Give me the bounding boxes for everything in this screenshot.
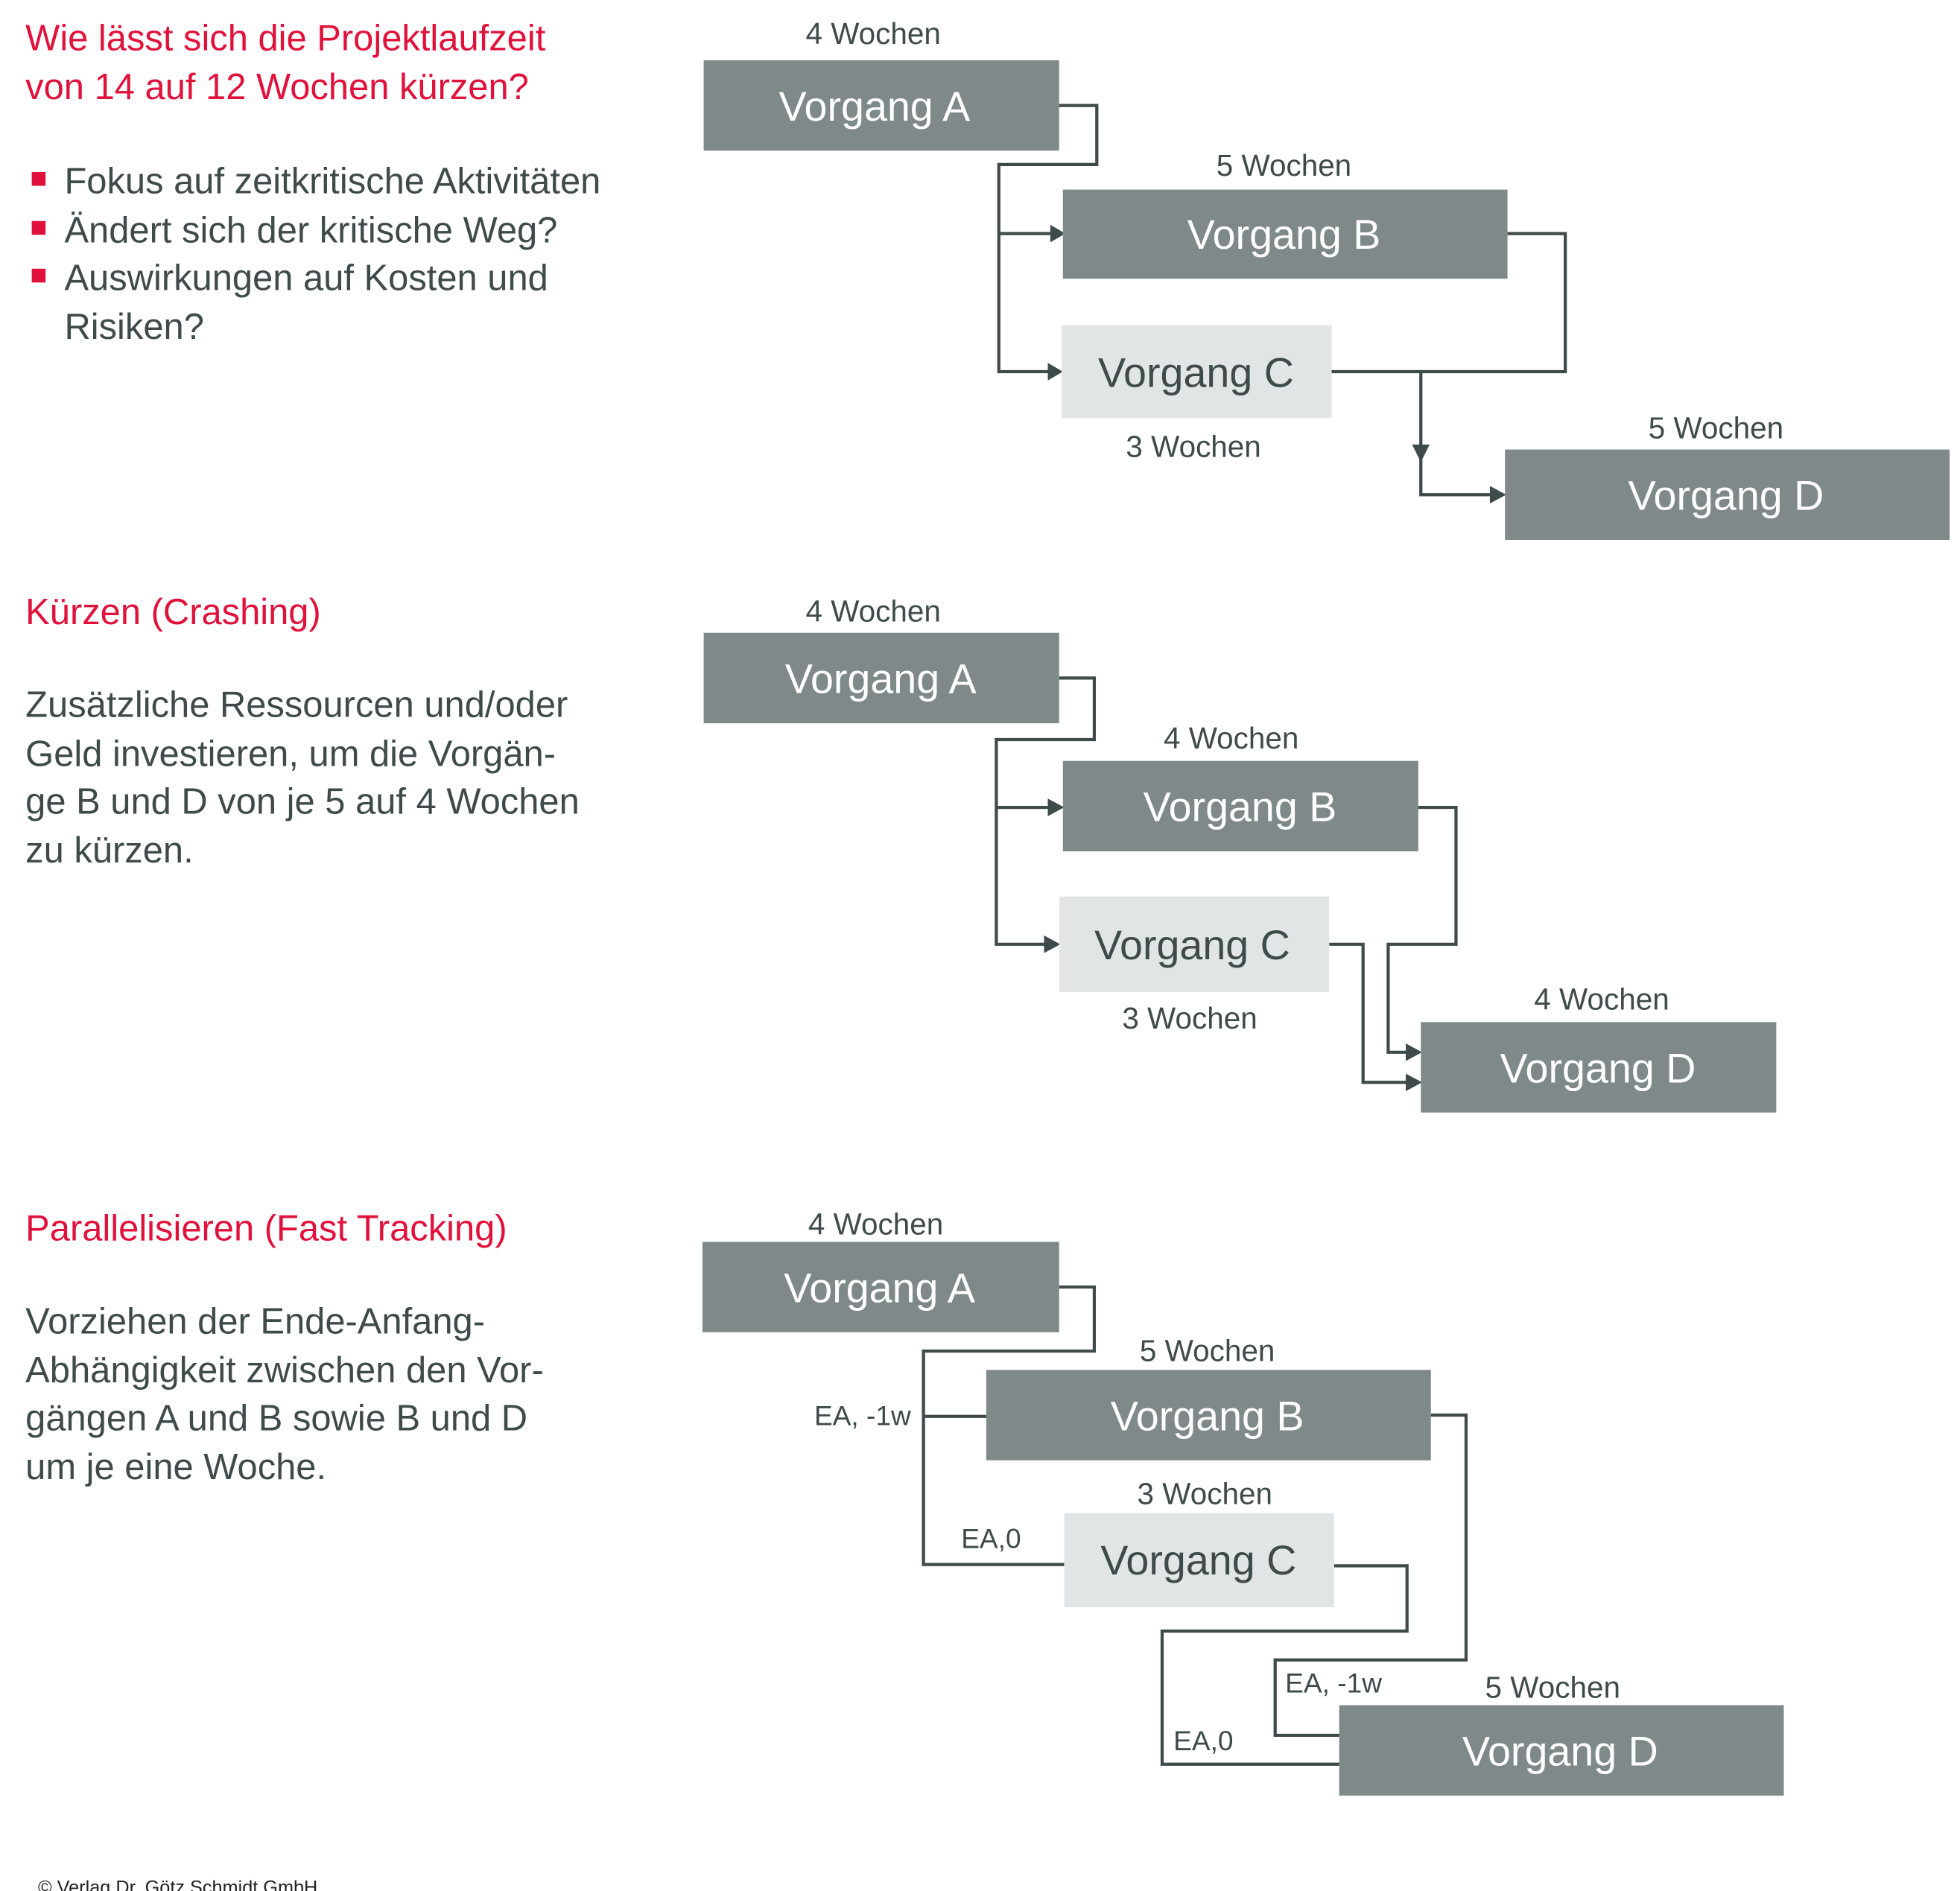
task-label-c: Vorgang C xyxy=(1100,1537,1296,1583)
task-label-a: Vorgang A xyxy=(779,83,971,130)
task-box-a xyxy=(703,60,1059,151)
crashing-text-line: ge B und D von je 5 auf 4 Wochen xyxy=(25,781,580,821)
task-box-b xyxy=(986,1370,1431,1461)
dependency-label-cd: EA,0 xyxy=(1173,1725,1233,1756)
duration-c: 3 Wochen xyxy=(1126,430,1260,464)
diagram-crashing: 4 Wochen Vorgang A 4 Wochen Vorgang B Vo… xyxy=(703,594,1777,1113)
connector-a-bc xyxy=(997,104,1099,374)
arrow-icon xyxy=(1047,363,1063,381)
diagram-original: 4 Wochen Vorgang A 5 Wochen Vorgang B Vo… xyxy=(703,16,1950,540)
task-box-b xyxy=(1062,189,1508,279)
diagram-fast-tracking: EA, -1w EA,0 EA, -1w EA,0 4 Wochen Vorga… xyxy=(702,1207,1784,1796)
fast-tracking-title: Parallelisieren (Fast Tracking) xyxy=(25,1209,507,1249)
fast-tracking-text-line: um je eine Woche. xyxy=(25,1447,326,1487)
duration-d: 5 Wochen xyxy=(1649,410,1783,445)
connector-b-d xyxy=(1386,805,1458,1054)
task-box-c xyxy=(1062,325,1332,419)
arrow-icon xyxy=(1044,935,1061,953)
arrow-icon xyxy=(1412,444,1430,463)
crashing-text-line: zu kürzen. xyxy=(25,830,193,871)
bullet-icon xyxy=(31,171,46,186)
task-label-a: Vorgang A xyxy=(784,1265,975,1311)
duration-d: 5 Wochen xyxy=(1485,1670,1620,1704)
task-box-a xyxy=(703,632,1059,724)
dependency-label-ab: EA, -1w xyxy=(814,1400,911,1431)
bullet-icon xyxy=(31,268,46,283)
task-label-b: Vorgang B xyxy=(1111,1393,1304,1439)
connector-c-d xyxy=(1329,942,1409,1084)
dependency-label-ac: EA,0 xyxy=(961,1523,1021,1554)
duration-b: 5 Wochen xyxy=(1217,148,1351,182)
duration-d: 4 Wochen xyxy=(1534,982,1669,1016)
arrow-icon xyxy=(1406,1043,1422,1061)
duration-b: 5 Wochen xyxy=(1140,1334,1275,1368)
fast-tracking-text-line: Vorziehen der Ende-Anfang- xyxy=(25,1301,485,1341)
crashing-text-line: Zusätzliche Ressourcen und/oder xyxy=(25,685,568,725)
task-label-d: Vorgang D xyxy=(1628,472,1824,518)
task-label-d: Vorgang D xyxy=(1462,1728,1658,1774)
connector-a-bc xyxy=(922,1285,1097,1566)
connector-b-d xyxy=(1273,1413,1468,1738)
task-label-a: Vorgang A xyxy=(785,656,977,702)
arrow-icon xyxy=(1489,486,1506,504)
duration-c: 3 Wochen xyxy=(1122,1001,1257,1035)
duration-a: 4 Wochen xyxy=(808,1207,943,1241)
arrow-icon xyxy=(1047,798,1065,816)
intro-title-line-2: von 14 auf 12 Wochen kürzen? xyxy=(25,67,529,107)
task-box-c xyxy=(1059,896,1330,992)
arrow-icon xyxy=(1050,224,1066,243)
task-box-b xyxy=(1062,760,1418,852)
intro-bullet-2: Ändert sich der kritische Weg? xyxy=(64,210,557,250)
task-label-b: Vorgang B xyxy=(1187,212,1381,258)
crashing-text-line: Geld investieren, um die Vorgän- xyxy=(25,734,556,774)
intro-bullet-3: Auswirkungen auf Kosten und xyxy=(64,258,548,298)
arrow-icon xyxy=(1406,1073,1422,1092)
duration-a: 4 Wochen xyxy=(805,16,940,51)
connector-c-d xyxy=(1160,1564,1409,1766)
intro-bullet-3-cont: Risiken? xyxy=(64,307,203,347)
connector-a-bc xyxy=(995,676,1097,946)
intro-bullet-1: Fokus auf zeitkritische Aktivitäten xyxy=(64,162,600,202)
intro-title-line-1: Wie lässt sich die Projektlaufzeit xyxy=(25,18,546,58)
task-box-d xyxy=(1339,1705,1784,1796)
crashing-title: Kürzen (Crashing) xyxy=(25,592,321,632)
duration-a: 4 Wochen xyxy=(805,594,940,629)
task-label-b: Vorgang B xyxy=(1144,784,1337,830)
task-box-c xyxy=(1064,1513,1334,1607)
bullet-icon xyxy=(31,220,46,235)
duration-c: 3 Wochen xyxy=(1138,1477,1272,1511)
fast-tracking-text-line: Abhängigkeit zwischen den Vor- xyxy=(25,1350,544,1391)
task-box-d xyxy=(1421,1022,1777,1113)
dependency-label-bd: EA, -1w xyxy=(1285,1668,1382,1699)
task-box-d xyxy=(1505,449,1950,540)
task-label-d: Vorgang D xyxy=(1500,1045,1696,1091)
connector-bc-d xyxy=(1331,232,1567,497)
task-box-a xyxy=(702,1242,1059,1332)
fast-tracking-text-line: gängen A und B sowie B und D xyxy=(25,1398,527,1438)
task-label-c: Vorgang C xyxy=(1094,922,1290,968)
duration-b: 4 Wochen xyxy=(1164,721,1298,755)
copyright: © Verlag Dr. Götz Schmidt GmbH xyxy=(38,1877,317,1891)
task-label-c: Vorgang C xyxy=(1098,349,1294,395)
